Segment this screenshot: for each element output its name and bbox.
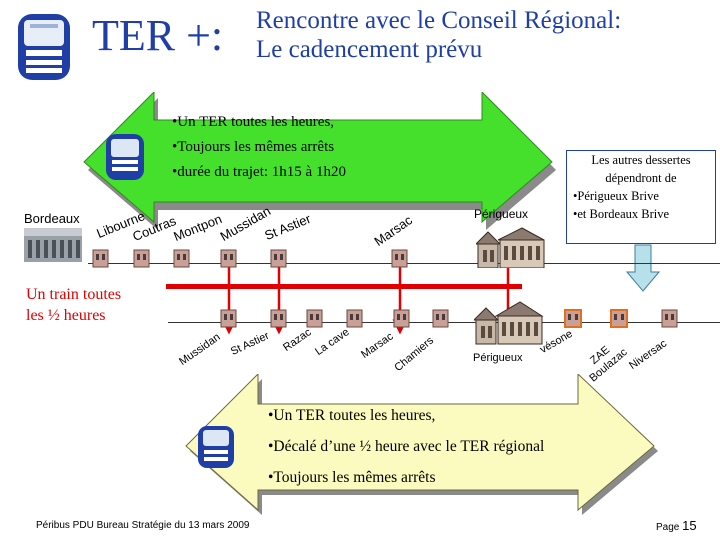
red-link-line xyxy=(166,284,522,289)
bottom-bullet-1: •Un TER toutes les heures, xyxy=(268,407,436,424)
bordeaux-station-image xyxy=(24,228,82,262)
footer-page: Page 15 xyxy=(656,518,697,533)
perigueux-station-upper xyxy=(476,227,545,268)
ter-train-icon-bottom xyxy=(198,426,234,468)
note-item-2: •et Bordeaux Brive xyxy=(573,207,670,221)
top-green-arrow xyxy=(83,92,556,230)
bottom-box-bullets: •Un TER toutes les heures, •Décalé d’une… xyxy=(268,400,544,493)
top-box-bullets: •Un TER toutes les heures, •Toujours les… xyxy=(172,110,346,185)
page-title: TER +: xyxy=(92,11,224,60)
top-bullet-3: •durée du trajet: 1h15 à 1h20 xyxy=(172,164,346,180)
bottom-bullet-3: •Toujours les mêmes arrêts xyxy=(268,469,436,486)
perigueux-station-lower xyxy=(474,301,544,345)
note-line1: Les autres dessertes xyxy=(591,153,691,167)
footer-left: Péribus PDU Bureau Stratégie du 13 mars … xyxy=(36,520,250,531)
ter-train-icon-top xyxy=(106,134,144,180)
half-hour-line1: Un train toutes xyxy=(26,286,122,303)
footer-page-number: 15 xyxy=(682,518,697,533)
station-label-bordeaux: Bordeaux xyxy=(24,211,80,226)
page-subtitle: Rencontre avec le Conseil Régional: Le c… xyxy=(256,6,621,64)
footer-page-label: Page xyxy=(656,522,680,533)
top-bullet-2: •Toujours les mêmes arrêts xyxy=(172,139,335,155)
down-arrow xyxy=(626,244,660,292)
station-label-perigueux-upper: Périgueux xyxy=(474,207,529,221)
bottom-yellow-arrow xyxy=(185,374,658,515)
note-item-1: •Périgueux Brive xyxy=(573,189,659,203)
station-label-perigueux-lower: Périgueux xyxy=(473,352,523,364)
half-hour-line2: les ½ heures xyxy=(26,307,106,324)
subtitle-line1: Rencontre avec le Conseil Régional: xyxy=(256,7,622,34)
half-hour-note: Un train toutes les ½ heures xyxy=(26,284,121,326)
ter-train-logo-header xyxy=(18,14,70,80)
subtitle-line2: Le cadencement prévu xyxy=(256,36,483,63)
top-bullet-1: •Un TER toutes les heures, xyxy=(172,114,335,130)
other-services-note: Les autres dessertes dépendront de •Péri… xyxy=(566,150,716,244)
bottom-bullet-2: •Décalé d’une ½ heure avec le TER région… xyxy=(268,438,545,455)
note-line2: dépendront de xyxy=(605,171,677,185)
